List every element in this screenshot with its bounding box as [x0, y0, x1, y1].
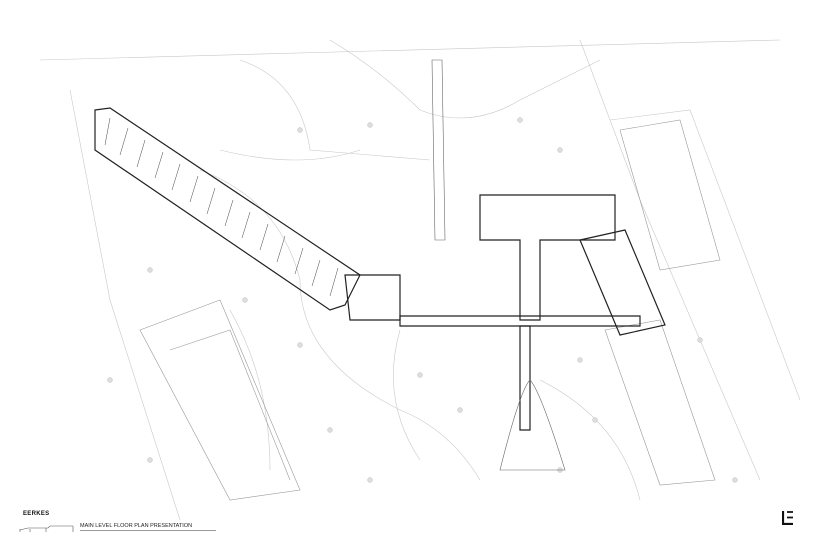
firm-name: EERKES [23, 511, 50, 517]
building-footprint [94, 107, 666, 431]
firm-logo-icon [782, 511, 793, 525]
parking-lots [139, 119, 721, 501]
drawing-title: MAIN LEVEL FLOOR PLAN PRESENTATION [80, 523, 193, 529]
scale-bar [19, 525, 74, 532]
trees [107, 117, 738, 483]
guest-rooms [104, 117, 339, 297]
walkway [431, 59, 566, 471]
site-contours [39, 39, 801, 521]
title-underline [80, 530, 216, 531]
